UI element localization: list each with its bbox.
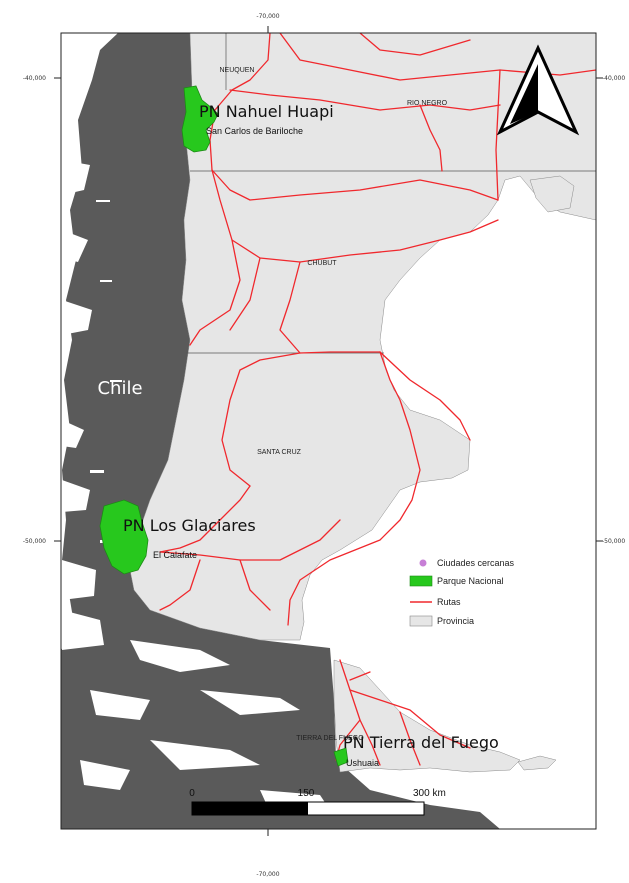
scale-tick-300: 300 km	[413, 788, 446, 799]
park-nahuel-huapi	[181, 85, 219, 153]
lat-label-south-right: -50,000	[602, 538, 625, 545]
legend-symbol-province	[409, 615, 433, 627]
park-los-glaciares	[99, 499, 149, 575]
map-frame	[60, 32, 597, 830]
province-label-chubut: CHUBUT	[307, 260, 337, 267]
province-label-rio-negro: RIO NEGRO	[407, 100, 448, 107]
city-label-bariloche: San Carlos de Bariloche	[206, 126, 303, 136]
park-label-tierra-del-fuego: PN Tierra del Fuego	[343, 733, 499, 752]
lon-label-top: -70,000	[256, 13, 279, 20]
isla-estados	[517, 755, 557, 771]
peninsula-valdes	[529, 175, 575, 213]
legend: Ciudades cercanas Parque Nacional Rutas …	[409, 558, 515, 627]
lat-label-south-left: -50,000	[23, 538, 46, 545]
park-label-los-glaciares: PN Los Glaciares	[123, 516, 256, 535]
lat-label-north-right: -40,000	[602, 75, 625, 82]
country-label-chile: Chile	[97, 378, 142, 399]
province-label-santa-cruz: SANTA CRUZ	[257, 449, 302, 456]
legend-label-park: Parque Nacional	[437, 576, 504, 586]
scale-bar-segment-1	[192, 802, 308, 815]
province-label-tierra-del-fuego: TIERRA DEL FUEGO	[296, 735, 364, 742]
map-body: NEUQUEN RIO NEGRO CHUBUT SANTA CRUZ TIER…	[61, 33, 596, 829]
scale-tick-0: 0	[189, 788, 195, 799]
province-label-neuquen: NEUQUEN	[219, 67, 254, 74]
lon-label-bottom: -70,000	[256, 871, 279, 878]
roads	[159, 33, 596, 766]
legend-symbol-point	[419, 559, 427, 567]
legend-symbol-park	[409, 575, 433, 587]
frame-ticks	[54, 26, 603, 836]
park-label-nahuel-huapi: PN Nahuel Huapi	[199, 102, 334, 121]
legend-label-roads: Rutas	[437, 597, 461, 607]
argentina-provinces	[127, 33, 596, 641]
north-arrow-icon	[496, 44, 580, 136]
scale-tick-150: 150	[298, 788, 315, 799]
chile-region	[61, 33, 500, 829]
legend-label-cities: Ciudades cercanas	[437, 558, 515, 568]
scale-bar: 0 150 300 km	[189, 788, 446, 816]
city-label-calafate: El Calafate	[153, 550, 197, 560]
city-label-ushuaia: Ushuaia	[346, 758, 379, 768]
lat-label-north-left: -40,000	[23, 75, 46, 82]
province-borders	[186, 33, 596, 354]
park-tierra-del-fuego	[333, 747, 349, 767]
legend-label-province: Provincia	[437, 616, 474, 626]
